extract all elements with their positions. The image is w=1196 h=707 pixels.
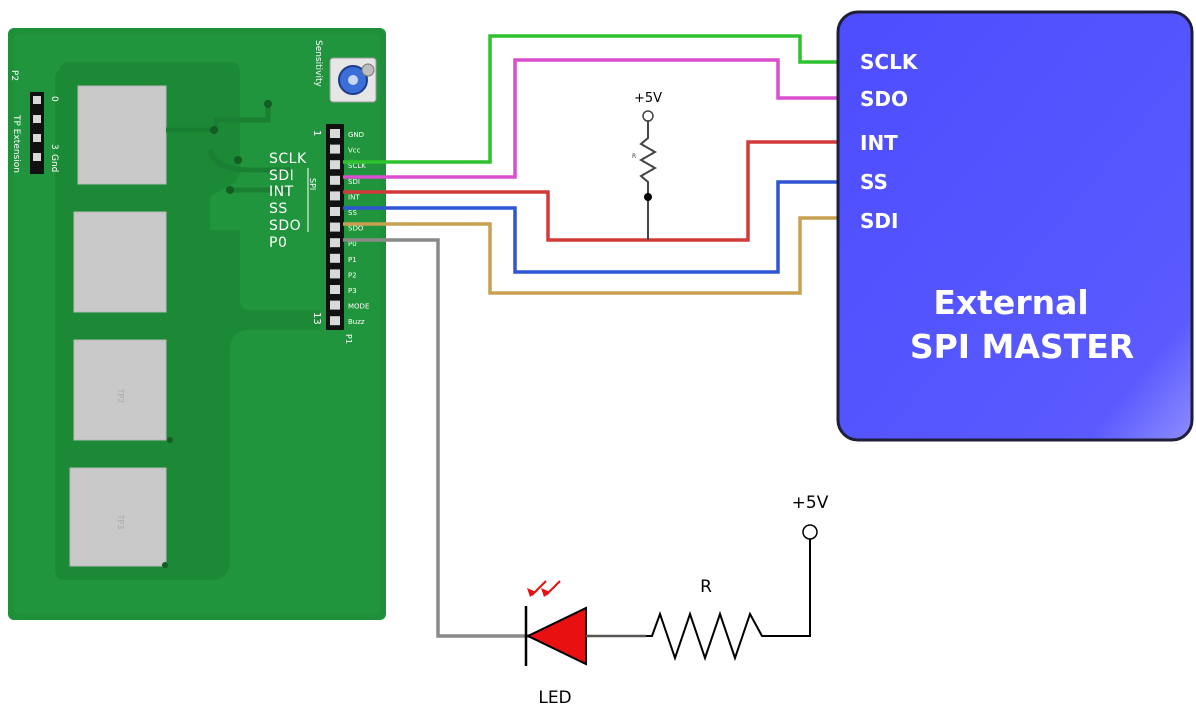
header-pin bbox=[330, 144, 340, 154]
silk-ss: SS bbox=[269, 201, 288, 217]
touch-pad-3 bbox=[69, 467, 167, 567]
header-pin-label: MODE bbox=[348, 303, 369, 311]
silk-p0: P0 bbox=[269, 235, 287, 251]
p2-pin-3-label: 3 bbox=[49, 144, 59, 150]
pullup-resistor-label: R bbox=[632, 153, 636, 160]
header-pin bbox=[330, 316, 340, 326]
master-pin-sdo: SDO bbox=[860, 87, 908, 111]
wire-sdi bbox=[343, 58, 838, 179]
header-pin-label: P0 bbox=[348, 240, 357, 248]
master-title-line1: External bbox=[933, 283, 1088, 322]
tp-extension-header bbox=[30, 92, 44, 174]
silk-sclk: SCLK bbox=[269, 151, 307, 167]
master-pin-sclk: SCLK bbox=[860, 50, 919, 74]
wire-sdo bbox=[343, 216, 838, 295]
led-supply-label: +5V bbox=[792, 493, 829, 513]
touch-pad-2 bbox=[73, 339, 167, 441]
header-pin bbox=[330, 207, 340, 216]
sensitivity-potentiometer bbox=[329, 57, 377, 103]
spi-silk-label: SPI bbox=[308, 178, 317, 190]
master-pin-ss: SS bbox=[860, 170, 888, 194]
header-pin-label: GND bbox=[348, 131, 364, 139]
header-pin bbox=[330, 129, 340, 138]
pullup-supply-terminal bbox=[642, 110, 654, 122]
int-pullup: +5V R bbox=[632, 91, 662, 240]
p2-label: P2 bbox=[9, 70, 19, 81]
master-pin-sdi: SDI bbox=[860, 209, 898, 233]
header-pin-label: SCLK bbox=[348, 162, 366, 170]
header-pin-label: INT bbox=[348, 193, 360, 201]
p2-pin-0-label: 0 bbox=[49, 96, 59, 102]
tp-extension-label: TP Extension bbox=[11, 114, 21, 173]
led-resistor-label: R bbox=[700, 577, 712, 597]
header-pin-label: SS bbox=[348, 209, 357, 217]
master-pin-int: INT bbox=[860, 131, 898, 155]
pullup-supply-label: +5V bbox=[634, 91, 662, 106]
signal-wires bbox=[343, 34, 838, 638]
spi-master-block: SCLK SDO INT SS SDI External SPI MASTER bbox=[836, 10, 1194, 442]
led-symbol bbox=[524, 580, 646, 666]
header-pin-label: SDI bbox=[348, 178, 360, 186]
header-pin-label: P1 bbox=[348, 256, 357, 264]
touch-pad-0 bbox=[77, 85, 167, 185]
header-pin bbox=[330, 222, 340, 232]
header-pin bbox=[330, 269, 340, 279]
header-pin-label: Vcc bbox=[348, 147, 361, 155]
header-pin-13-label: 13 bbox=[311, 312, 322, 325]
header-pin-label: P3 bbox=[348, 287, 357, 295]
header-pin bbox=[330, 285, 340, 294]
pad-label-tp2: TP2 bbox=[116, 388, 125, 404]
wire-ss bbox=[343, 180, 838, 274]
header-pin-label: Buzz bbox=[348, 318, 365, 326]
touch-pad-1 bbox=[73, 211, 167, 313]
master-title-line2: SPI MASTER bbox=[910, 327, 1134, 366]
p2-gnd-label: Gnd bbox=[49, 154, 59, 172]
wire-sclk bbox=[343, 34, 838, 164]
pullup-resistor bbox=[638, 121, 658, 240]
touch-sensor-board: TP2 TP3 Sensitivity P2 TP Extension bbox=[8, 28, 386, 620]
sensitivity-label: Sensitivity bbox=[313, 40, 323, 88]
p1-silk-label: P1 bbox=[344, 334, 353, 344]
led-supply-terminal bbox=[802, 524, 818, 540]
pullup-junction bbox=[644, 193, 652, 201]
wire-p0 bbox=[343, 238, 530, 638]
led-label: LED bbox=[538, 688, 571, 707]
header-pin bbox=[330, 160, 340, 170]
header-pin bbox=[330, 300, 340, 310]
pad-label-tp3: TP3 bbox=[116, 514, 125, 530]
silk-sdi: SDI bbox=[269, 168, 294, 184]
header-pin-label: P2 bbox=[348, 271, 357, 279]
silk-sdo: SDO bbox=[269, 218, 301, 234]
header-pin bbox=[330, 175, 340, 185]
led-circuit: LED R +5V bbox=[524, 493, 829, 707]
header-pin bbox=[330, 253, 340, 263]
header-pin bbox=[330, 238, 340, 248]
header-pin-1-label: 1 bbox=[311, 130, 322, 136]
header-pins bbox=[330, 129, 340, 326]
header-pin-label: SDO bbox=[348, 225, 364, 233]
header-pin bbox=[330, 191, 340, 201]
silk-int: INT bbox=[269, 184, 294, 200]
led-resistor bbox=[646, 538, 811, 662]
